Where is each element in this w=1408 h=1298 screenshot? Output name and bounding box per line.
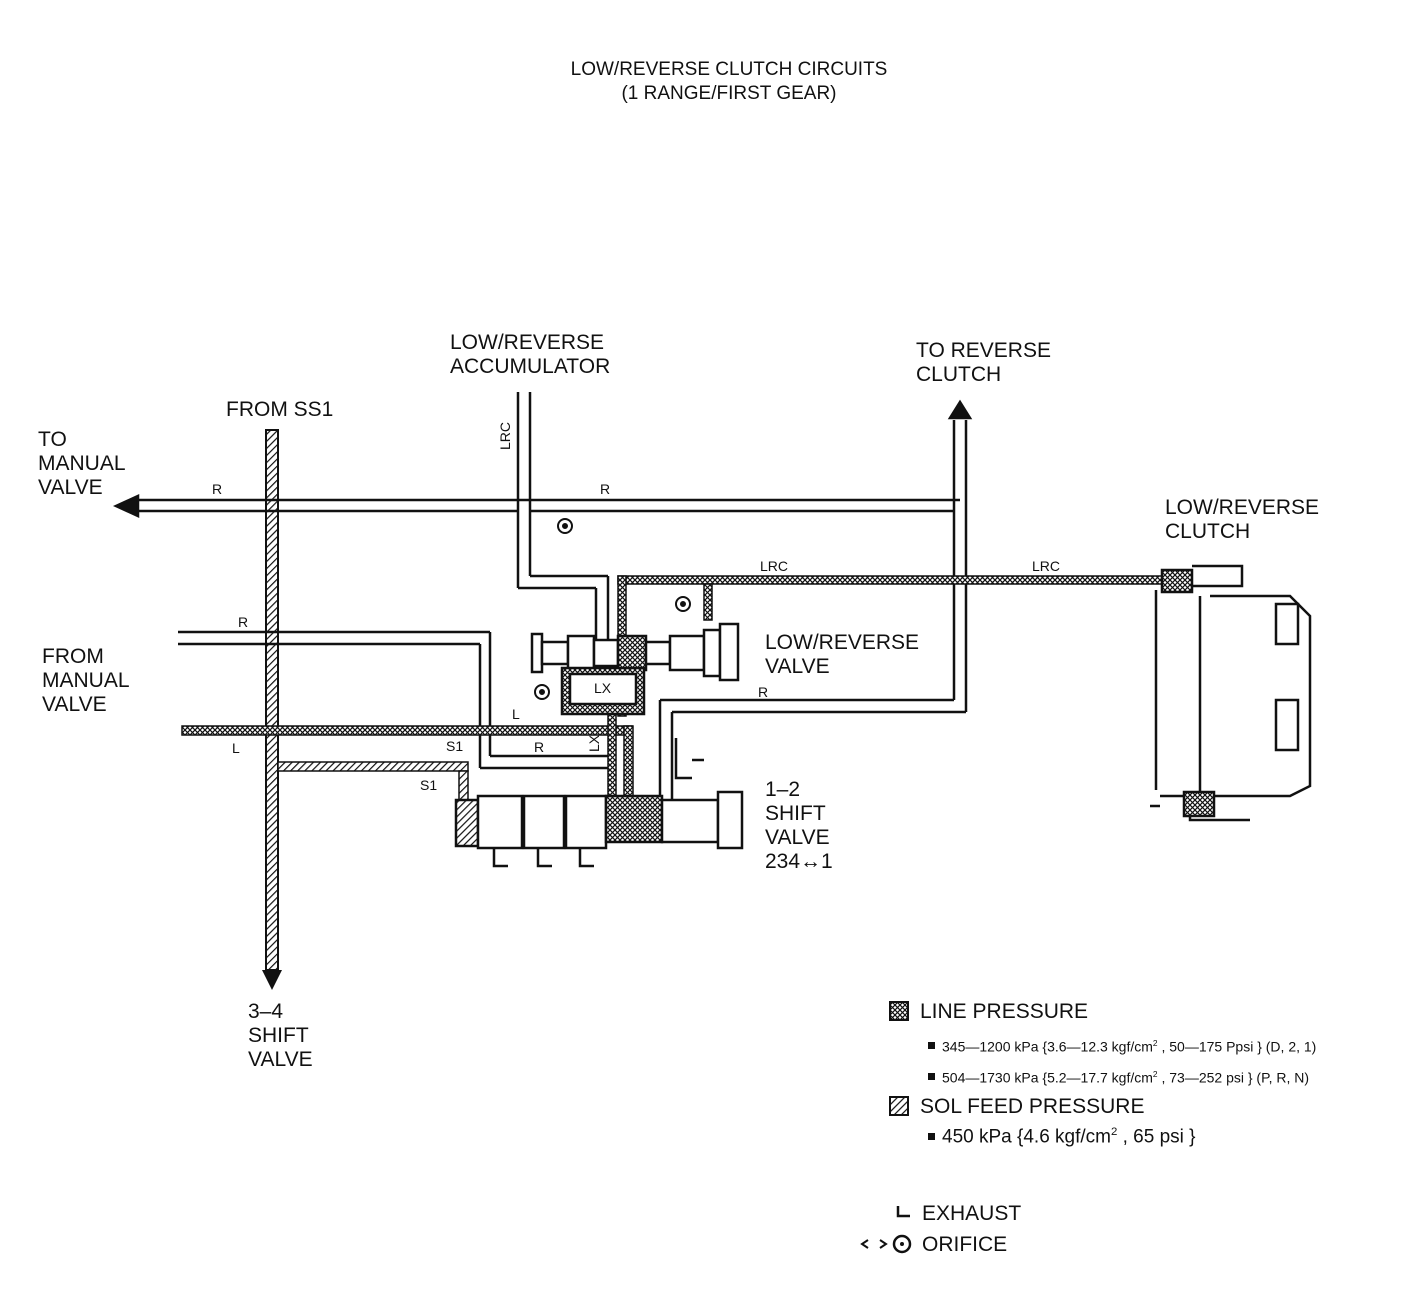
label-to-manual-valve: TO MANUAL VALVE xyxy=(38,428,126,499)
r-line-to-reverse-clutch xyxy=(658,698,968,800)
to-reverse-clutch-line xyxy=(947,399,973,706)
r-line-to-manual-valve xyxy=(112,494,960,518)
legend-symbols xyxy=(860,1001,935,1254)
r-line-from-manual-valve xyxy=(178,630,610,770)
label-from-ss1: FROM SS1 xyxy=(226,398,334,421)
tag-lrc-right: LRC xyxy=(1032,558,1061,574)
tag-r-from-manual: R xyxy=(238,614,249,630)
tag-s1-left: S1 xyxy=(420,777,438,793)
tag-lx-vertical: LX xyxy=(586,734,602,752)
low-reverse-valve-body xyxy=(530,622,740,716)
label-low-reverse-valve: LOW/REVERSE VALVE xyxy=(765,631,920,678)
legend-sol-feed-pressure: SOL FEED PRESSURE xyxy=(920,1095,1145,1118)
legend-sol-feed-value: 450 kPa {4.6 kgf/cm2 , 65 psi } xyxy=(942,1126,1196,1148)
l-line xyxy=(181,725,634,842)
tag-r-lower: R xyxy=(534,739,545,755)
label-shift-valve-12: 1–2 SHIFT VALVE 234↔1 xyxy=(765,778,833,873)
label-from-manual-valve: FROM MANUAL VALVE xyxy=(42,645,130,716)
title-line-1: LOW/REVERSE CLUTCH CIRCUITS xyxy=(570,59,888,80)
legend-line-pressure: LINE PRESSURE xyxy=(920,1000,1089,1023)
tag-lrc-vertical: LRC xyxy=(497,421,513,450)
shift-valve-12-body xyxy=(454,738,744,868)
legend-exhaust: EXHAUST xyxy=(922,1202,1022,1225)
tag-lx-valve: LX xyxy=(594,680,612,696)
legend-line-pressure-1: 345—1200 kPa {3.6—12.3 kgf/cm2 , 50—175 … xyxy=(942,1038,1317,1055)
orifice-symbol xyxy=(534,518,691,700)
tag-r-accumulator: R xyxy=(600,481,611,497)
label-low-reverse-clutch: LOW/REVERSE CLUTCH xyxy=(1165,496,1320,543)
low-reverse-clutch-assembly xyxy=(1150,564,1312,822)
label-to-reverse-clutch: TO REVERSE CLUTCH xyxy=(916,339,1051,386)
legend-orifice: ORIFICE xyxy=(922,1233,1008,1256)
diagram-title: LOW/REVERSE CLUTCH CIRCUITS (1 RANGE/FIR… xyxy=(0,58,1408,106)
tag-r-valve: R xyxy=(758,684,769,700)
label-low-reverse-accumulator: LOW/REVERSE ACCUMULATOR xyxy=(450,331,611,378)
lrc-accumulator-line xyxy=(516,392,610,640)
tag-l-left: L xyxy=(232,740,240,756)
tag-lrc-left: LRC xyxy=(760,558,789,574)
tag-l-right: L xyxy=(512,706,520,722)
label-shift-valve-34: 3–4 SHIFT VALVE xyxy=(248,1000,313,1071)
tag-r-manual: R xyxy=(212,481,223,497)
tag-s1-right: S1 xyxy=(446,738,464,754)
legend-line-pressure-2: 504—1730 kPa {5.2—17.7 kgf/cm2 , 73—252 … xyxy=(942,1069,1310,1086)
title-line-2: (1 RANGE/FIRST GEAR) xyxy=(621,83,837,104)
ss1-vertical-line xyxy=(262,429,282,990)
s1-line xyxy=(277,761,469,802)
